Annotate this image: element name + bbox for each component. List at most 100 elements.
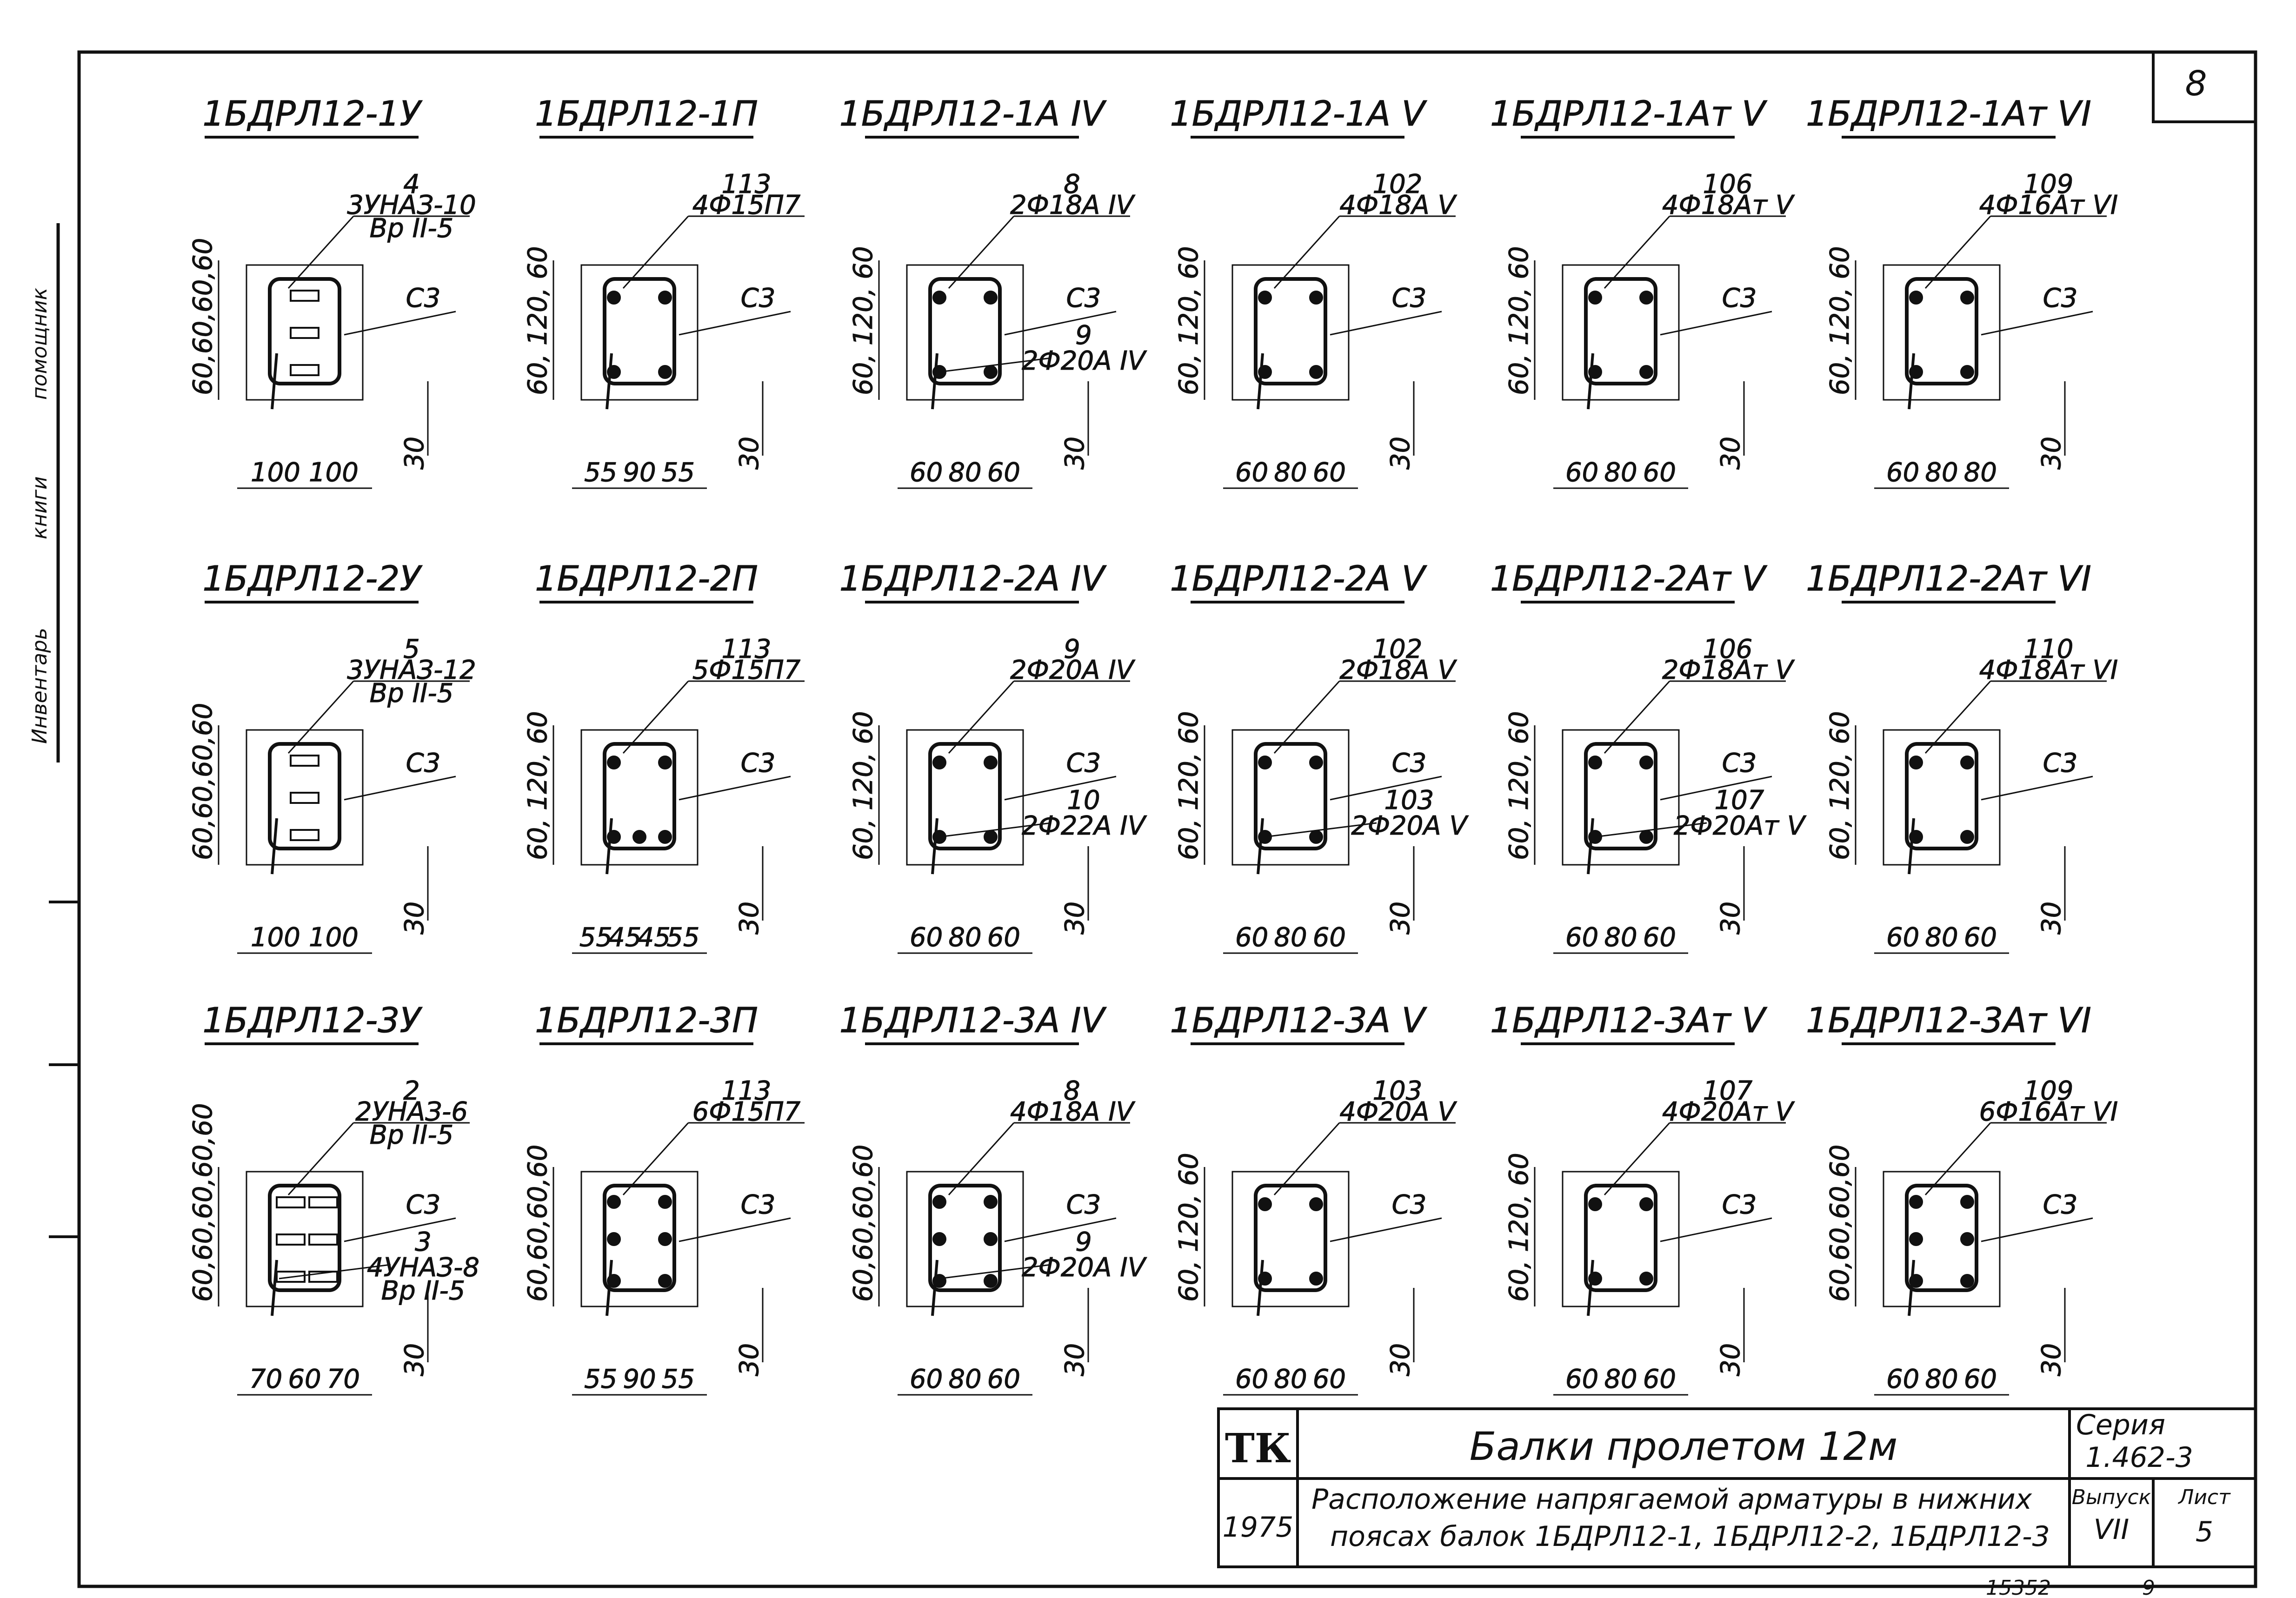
dim-bottom-3: 55 (662, 1364, 695, 1394)
strand-bundle (290, 327, 319, 339)
leader-top (1924, 1122, 1991, 1196)
c3-label: С3 (2043, 748, 2078, 778)
stirrup (1254, 742, 1327, 850)
callout-number: 113 (722, 169, 772, 199)
leader-top (948, 680, 1015, 754)
dim-bottom-2: 80 (948, 922, 981, 953)
dim-bottom-3: 60 (1313, 458, 1346, 488)
callout-spec: 4Ф16Ат VI (1979, 190, 2118, 220)
rebar (658, 1232, 672, 1246)
concrete-outline (1883, 729, 2001, 866)
year-label: 1975 (1223, 1511, 1294, 1544)
section-title: 1БДРЛ12-1У (203, 94, 423, 134)
rebar (1588, 756, 1602, 769)
hook (271, 1260, 278, 1316)
callout-number: 2 (403, 1076, 420, 1106)
hook (1908, 1260, 1915, 1316)
rebar (1960, 756, 1974, 769)
dim-bottom-1: 60 (1565, 458, 1598, 488)
dim-vertical: 60,60,60,60 (188, 238, 218, 395)
callout-spec: 4Ф20А V (1339, 1097, 1457, 1127)
sheet-value: 5 (2196, 1516, 2213, 1548)
section-title: 1БДРЛ12-1П (535, 94, 758, 134)
rebar (984, 756, 998, 769)
dim-bottom-1: 55 (584, 458, 617, 488)
dim-bottom-2: 90 (623, 458, 656, 488)
leader-c3 (1660, 776, 1772, 801)
concrete-outline (906, 264, 1024, 401)
leader-c3 (1981, 1217, 2093, 1242)
dim-bottom-1: 60 (910, 1364, 943, 1394)
rebar (1309, 291, 1323, 305)
dim-bottom-1: 60 (1235, 922, 1268, 953)
callout-spec: 2УНАЗ-6 (355, 1097, 468, 1127)
section-title: 1БДРЛ12-3А V (1170, 1001, 1427, 1041)
dim-bottom-3: 60 (1313, 1364, 1346, 1394)
leader-c3 (1004, 776, 1117, 801)
hook (606, 1260, 613, 1316)
dim-bottom-1: 60 (910, 922, 943, 953)
dim-vertical: 60,60,60,60,60 (188, 1103, 218, 1302)
callout-spec: 6Ф15П7 (692, 1097, 801, 1127)
leader-top (287, 680, 354, 754)
section-title: 1БДРЛ12-1А V (1170, 94, 1427, 134)
stirrup (603, 742, 676, 850)
dim-bottom-3: 55 (662, 458, 695, 488)
leader-top (1273, 215, 1340, 289)
callout-sub: Вр II-5 (370, 678, 454, 709)
binding-margin: Инвентарь книги помощник (28, 223, 79, 1238)
c3-label: С3 (406, 748, 441, 778)
dim-vertical: 60,60,60,60 (1825, 1145, 1855, 1302)
dim-30: 30 (399, 1343, 430, 1376)
rebar (1309, 1197, 1323, 1211)
stirrup (1584, 277, 1657, 385)
stirrup (268, 742, 341, 850)
dim-bottom-2: 80 (1274, 458, 1307, 488)
extra-callout-spec: 2Ф20А IV (1022, 1253, 1147, 1283)
leader-top (1924, 215, 1991, 289)
rebar (632, 830, 646, 844)
page-number: 9 (2142, 1576, 2155, 1598)
section-title: 1БДРЛ12-2У (203, 559, 423, 599)
stirrup (603, 277, 676, 385)
dim-bottom-2: 80 (1925, 1364, 1958, 1394)
rebar (1639, 365, 1653, 379)
hook (1908, 353, 1915, 410)
dim-vertical: 60, 120, 60 (1504, 1153, 1534, 1302)
dim-bottom-1: 100 (251, 922, 300, 953)
dim-bottom-2: 100 (309, 922, 359, 953)
dim-30: 30 (1716, 1343, 1746, 1376)
dim-vertical: 60, 120, 60 (1504, 711, 1534, 860)
rebar (1639, 291, 1653, 305)
callout-spec: 2Ф18А V (1339, 655, 1457, 685)
section-title: 1БДРЛ12-2А V (1170, 559, 1427, 599)
stirrup (1254, 1184, 1327, 1292)
dim-bottom-1: 55 (579, 922, 612, 953)
concrete-outline (1562, 264, 1680, 401)
section-title: 1БДРЛ12-3Ат VI (1806, 1001, 2091, 1041)
rebar (1309, 1272, 1323, 1286)
callout-number: 113 (722, 1076, 772, 1106)
leader-c3 (1660, 1217, 1772, 1242)
leader-top (622, 1122, 689, 1196)
callout-number: 8 (1064, 169, 1080, 199)
leader-extra (1595, 822, 1707, 838)
leader-c3 (344, 311, 456, 336)
dim-30: 30 (1385, 437, 1416, 470)
concrete-outline (246, 729, 364, 866)
dim-bottom-2: 60 (288, 1364, 321, 1394)
hook (931, 353, 938, 410)
rebar (1960, 1195, 1974, 1209)
rebar (1639, 1272, 1653, 1286)
leader-top (287, 1122, 354, 1196)
concrete-outline (1562, 1171, 1680, 1307)
dim-bottom-3: 60 (1643, 1364, 1676, 1394)
hook (931, 818, 938, 875)
c3-label: С3 (1066, 748, 1101, 778)
hook (271, 818, 278, 875)
